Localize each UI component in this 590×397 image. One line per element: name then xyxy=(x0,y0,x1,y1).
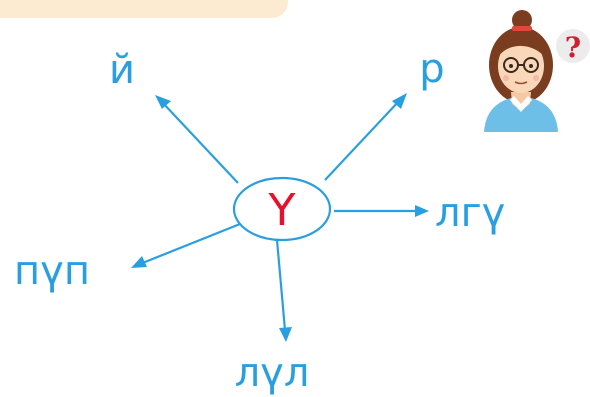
word-right: лгү xyxy=(435,190,505,236)
question-mark: ? xyxy=(565,31,581,64)
arrow-right xyxy=(334,205,429,217)
word-top-left: й xyxy=(109,47,135,93)
arrow-bottom xyxy=(277,240,292,342)
teacher-thinking-icon xyxy=(484,10,558,132)
arrow-top-right xyxy=(325,93,407,180)
arrow-left xyxy=(131,224,240,268)
word-left: пүп xyxy=(14,248,90,294)
arrow-top-left xyxy=(155,95,238,183)
word-top-right: р xyxy=(419,46,444,92)
word-bottom: лүл xyxy=(235,350,310,396)
center-letter: Ү xyxy=(268,185,296,236)
question-bubble-icon: ? xyxy=(556,29,590,64)
